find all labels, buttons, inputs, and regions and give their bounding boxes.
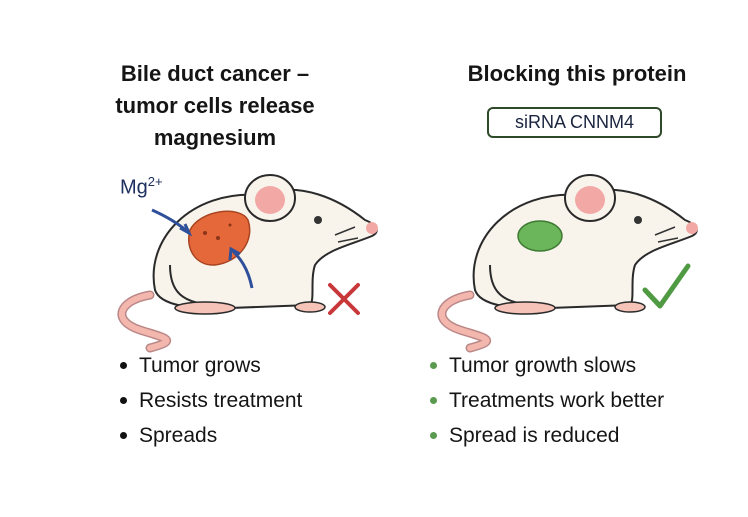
mouse-right: [442, 175, 698, 348]
left-title-line-3: magnesium: [153, 125, 277, 150]
outcome-text: Tumor grows: [139, 354, 261, 377]
arrow-icon: [151, 208, 254, 289]
list-item: Spread is reduced: [430, 418, 664, 453]
cross-icon: [328, 283, 360, 315]
list-item: Tumor growth slows: [430, 348, 664, 383]
bullet-icon: [430, 432, 437, 439]
bullet-icon: [430, 397, 437, 404]
right-panel-title: Blocking this protein: [467, 61, 687, 86]
outcome-text: Treatments work better: [449, 389, 665, 412]
bullet-icon: [120, 397, 127, 404]
tumor-right: [517, 220, 563, 252]
bullet-icon: [430, 362, 437, 369]
left-title-line-1: Bile duct cancer –: [120, 61, 310, 86]
left-panel-title: Bile duct cancer – tumor cells release m…: [70, 58, 360, 154]
outcome-text: Spread is reduced: [449, 424, 620, 447]
outcome-text: Spreads: [139, 424, 218, 447]
list-item: Tumor grows: [120, 348, 302, 383]
magnesium-ion-label: Mg2+: [120, 174, 163, 200]
left-outcomes-list: Tumor grows Resists treatment Spreads: [120, 348, 302, 453]
right-outcomes-list: Tumor growth slows Treatments work bette…: [430, 348, 664, 453]
bullet-icon: [120, 362, 127, 369]
list-item: Spreads: [120, 418, 302, 453]
ion-charge: 2+: [147, 174, 163, 189]
tumor-spots: [203, 223, 232, 240]
bullet-icon: [120, 432, 127, 439]
outcome-text: Resists treatment: [139, 389, 303, 412]
sirna-label-box: siRNA CNNM4: [487, 107, 662, 138]
outcome-text: Tumor growth slows: [449, 354, 637, 377]
ion-symbol: Mg: [120, 176, 148, 199]
list-item: Resists treatment: [120, 383, 302, 418]
mouse-left: [122, 175, 378, 348]
left-title-line-2: tumor cells release: [115, 93, 315, 118]
list-item: Treatments work better: [430, 383, 664, 418]
check-icon: [642, 263, 691, 309]
